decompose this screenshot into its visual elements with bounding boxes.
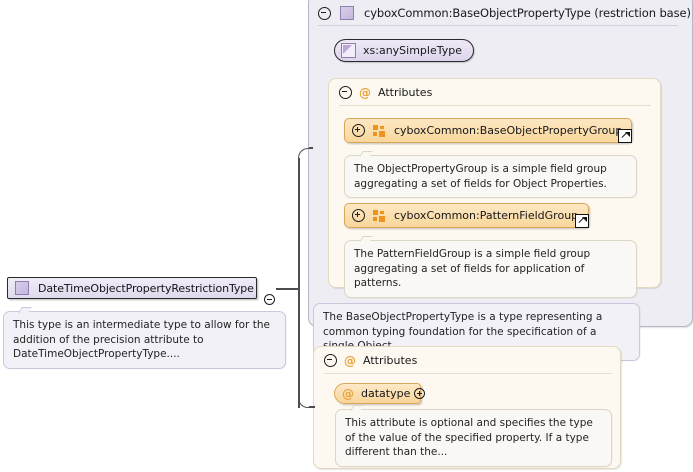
balloon-tail <box>350 405 364 411</box>
attribute-group-node-patternfieldgroup[interactable]: cyboxCommon:PatternFieldGroup <box>344 203 589 228</box>
attribute-group-documentation: The ObjectPropertyGroup is a simple fiel… <box>344 151 637 198</box>
connector-root-stub <box>276 288 299 290</box>
external-link-icon[interactable] <box>575 214 589 228</box>
expand-icon[interactable] <box>352 209 365 222</box>
attribute-group-documentation: The PatternFieldGroup is a simple field … <box>344 236 637 298</box>
root-type-node[interactable]: DateTimeObjectPropertyRestrictionType <box>7 277 257 299</box>
simple-type-node[interactable]: xs:anySimpleType <box>334 39 474 62</box>
documentation-text: The PatternFieldGroup is a simple field … <box>354 248 591 289</box>
local-attributes-divider <box>324 373 612 374</box>
connector-trunk <box>298 158 300 408</box>
attribute-group-label: cyboxCommon:BaseObjectPropertyGroup <box>394 124 623 137</box>
balloon-tail <box>359 151 373 157</box>
base-type-header: cyboxCommon:BaseObjectPropertyType (rest… <box>318 3 691 23</box>
attribute-expand-icon[interactable] <box>414 388 425 399</box>
root-type-documentation: This type is an intermediate type to all… <box>3 307 286 369</box>
attribute-group-icon <box>373 124 386 137</box>
base-type-title: cyboxCommon:BaseObjectPropertyType (rest… <box>364 6 691 20</box>
base-type-collapse-icon[interactable] <box>318 6 331 20</box>
attribute-group-label: cyboxCommon:PatternFieldGroup <box>394 209 579 222</box>
simple-type-icon <box>341 43 356 58</box>
connector-elbow-top <box>298 148 310 160</box>
attribute-group-node-baseobjectpropertygroup[interactable]: cyboxCommon:BaseObjectPropertyGroup <box>344 118 632 143</box>
attribute-documentation: This attribute is optional and specifies… <box>335 405 612 467</box>
root-collapse-icon[interactable] <box>264 294 275 305</box>
base-attributes-header: @ Attributes <box>339 86 432 99</box>
at-sign-icon: @ <box>342 386 354 401</box>
base-attributes-collapse-icon[interactable] <box>339 86 352 99</box>
balloon-tail <box>18 307 32 313</box>
local-attributes-collapse-icon[interactable] <box>324 354 337 367</box>
base-attributes-divider <box>339 105 651 106</box>
balloon-tail <box>359 236 373 242</box>
local-attributes-header: @ Attributes <box>324 354 417 367</box>
at-sign-icon: @ <box>344 353 356 368</box>
attribute-label: datatype <box>361 387 411 400</box>
base-type-header-divider <box>318 25 678 26</box>
simple-type-label: xs:anySimpleType <box>363 44 462 57</box>
complex-type-icon <box>15 281 29 295</box>
documentation-text: This type is an intermediate type to all… <box>13 319 270 360</box>
at-sign-icon: @ <box>359 85 371 100</box>
attribute-group-icon <box>373 209 386 222</box>
complex-type-icon <box>340 6 354 20</box>
attribute-node-datatype[interactable]: @ datatype <box>334 383 422 404</box>
connector-to-base-container <box>309 147 313 149</box>
external-link-icon[interactable] <box>618 129 632 143</box>
connector-to-local-attributes <box>309 406 315 408</box>
base-attributes-label: Attributes <box>378 86 433 99</box>
local-attributes-label: Attributes <box>363 354 418 367</box>
expand-icon[interactable] <box>352 124 365 137</box>
documentation-text: The ObjectPropertyGroup is a simple fiel… <box>354 163 607 190</box>
documentation-text: This attribute is optional and specifies… <box>345 417 593 458</box>
root-type-label: DateTimeObjectPropertyRestrictionType <box>38 281 254 295</box>
connector-elbow-bottom <box>298 396 310 408</box>
